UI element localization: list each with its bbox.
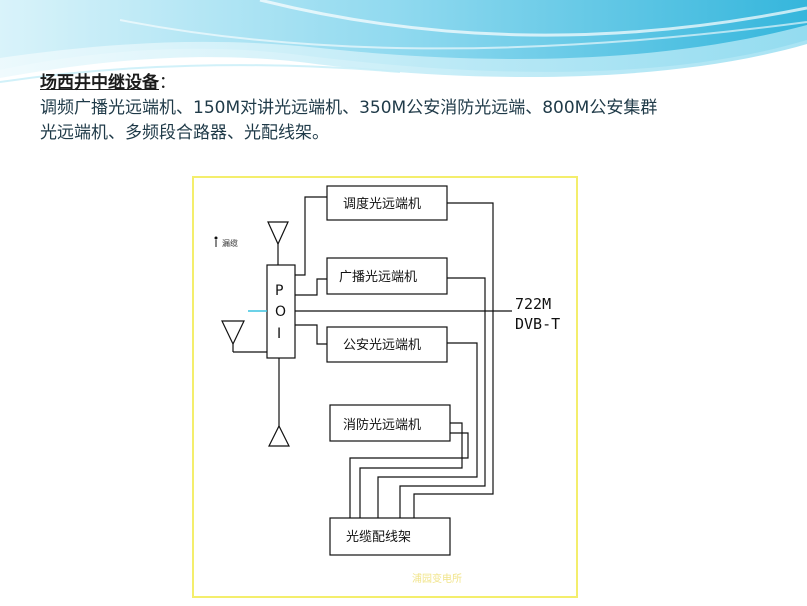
label-leaky-cable: 漏缆 — [222, 238, 238, 248]
description-line-1: 调频广播光远端机、150M对讲光远端机、350M公安消防光远端、800M公安集群 — [40, 98, 658, 118]
wave-highlight-3 — [0, 64, 401, 83]
description-line-2: 光远端机、多频段合路器、光配线架。 — [40, 123, 329, 143]
wave-highlight-1 — [259, 0, 807, 37]
antenna-left-icon — [221, 320, 267, 353]
diagram-frame — [192, 176, 578, 598]
label-external-standard: DVB-T — [515, 315, 560, 333]
label-odf: 光缆配线架 — [346, 529, 411, 545]
heading-colon: ： — [159, 73, 176, 93]
box-dispatch — [326, 185, 448, 221]
poi-letter-o: O — [275, 304, 286, 320]
wiring — [295, 196, 512, 518]
label-fire: 消防光远端机 — [343, 417, 421, 433]
wave-mid — [0, 25, 807, 78]
label-police: 公安光远端机 — [343, 338, 421, 353]
antenna-bottom-icon — [268, 358, 290, 447]
leaky-cable-icon — [214, 236, 218, 247]
label-external-freq: 722M — [515, 295, 551, 313]
label-dispatch: 调度光远端机 — [343, 196, 421, 212]
poi-letter-i: I — [277, 326, 281, 342]
wave-highlight-2 — [119, 19, 807, 50]
wave-top — [0, 0, 807, 72]
box-broadcast — [326, 257, 448, 295]
heading: 场西井中继设备： — [40, 68, 176, 93]
label-substation: 浦园变电所 — [412, 572, 462, 585]
box-odf — [329, 517, 451, 556]
heading-title: 场西井中继设备 — [40, 73, 159, 93]
box-police — [326, 326, 448, 363]
box-fire — [329, 404, 451, 442]
poi-letter-p: P — [275, 283, 283, 299]
label-broadcast: 广播光远端机 — [339, 270, 417, 285]
antenna-top-icon — [267, 221, 289, 265]
